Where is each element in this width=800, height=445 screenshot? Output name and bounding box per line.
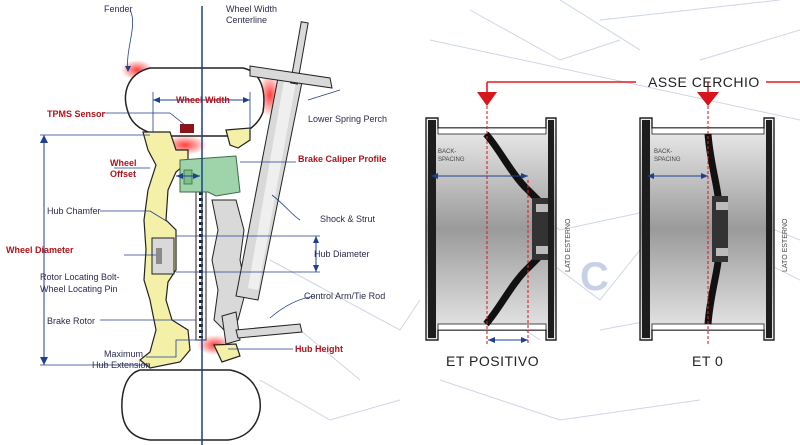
wheel-width-centerline-label-1: Wheel Width	[226, 4, 277, 14]
back-spacing-1-label-b: SPACING	[438, 157, 465, 163]
right-wheel-diagram: ASSE CERCHIO BACK- SPACING	[425, 74, 800, 369]
lato-esterno-2-label: LATO ESTERNO	[782, 218, 789, 272]
rotor-locating-label-1: Rotor Locating Bolt-	[40, 272, 120, 282]
wheel-outer-lip	[225, 127, 251, 149]
max-hub-ext-label-1: Maximum	[104, 349, 143, 359]
lower-spring-perch-label: Lower Spring Perch	[308, 114, 387, 124]
wheel-et-zero: BACK- SPACING LATO ESTERNO ET 0	[639, 106, 789, 369]
hub-chamfer-label: Hub Chamfer	[47, 206, 101, 216]
brake-caliper	[179, 155, 241, 197]
rim-1-outer-lip	[548, 120, 554, 338]
marker-right	[697, 92, 719, 106]
lower-spring-perch-shape	[249, 65, 333, 89]
tire-bottom	[121, 369, 261, 441]
marker-left	[477, 92, 497, 106]
asse-cerchio-label: ASSE CERCHIO	[648, 74, 760, 90]
svg-text:C: C	[580, 255, 609, 299]
wheel-diameter-label: Wheel Diameter	[6, 245, 74, 255]
wheel-et-positive: BACK- SPACING LATO ESTERNO ET POSITIVO	[425, 106, 572, 369]
tpms-leader	[103, 112, 186, 126]
control-arm	[221, 311, 241, 345]
hub	[151, 237, 175, 275]
wheel-width-centerline-label-2: Centerline	[226, 15, 267, 25]
back-spacing-2-label-a: BACK-	[654, 149, 672, 155]
tpms-sensor-block	[180, 124, 194, 133]
back-spacing-1-label-a: BACK-	[438, 149, 456, 155]
wheel-offset-label-1: Wheel	[110, 158, 137, 168]
tpms-sensor-label: TPMS Sensor	[47, 109, 106, 119]
lato-esterno-1-label: LATO ESTERNO	[565, 218, 572, 272]
strut-rod	[289, 21, 309, 85]
hub-pin	[156, 248, 162, 264]
hub-diameter-label: Hub Diameter	[314, 249, 370, 259]
rim-2-hub-face	[712, 196, 728, 262]
brake-caliper-profile-label: Brake Caliper Profile	[298, 154, 387, 164]
rotor-locating-label-2: Wheel Locating Pin	[40, 284, 118, 294]
control-arm-leader	[269, 295, 316, 319]
max-hub-ext-leader	[146, 339, 198, 358]
back-spacing-2-label-b: SPACING	[654, 157, 681, 163]
tie-rod	[235, 323, 303, 339]
hub-chamfer-leader	[100, 210, 169, 223]
left-wheel-diagram: Fender Wheel Width Centerline Wheel Widt…	[6, 4, 387, 445]
strut-highlight	[248, 80, 296, 290]
hub-height-label: Hub Height	[295, 344, 343, 354]
rim-1-hub-face	[532, 198, 548, 260]
wheel-outer-lip-bottom	[213, 343, 241, 363]
et-zero-label: ET 0	[692, 353, 723, 369]
control-arm-label: Control Arm/Tie Rod	[304, 291, 385, 301]
spring-perch-leader	[307, 89, 341, 101]
fender-leader	[127, 9, 134, 71]
wheel-offset-label-2: Offset	[110, 169, 136, 179]
fender-label: Fender	[104, 4, 133, 14]
knuckle	[211, 199, 247, 331]
max-hub-ext-label-2: Hub Extension	[92, 360, 151, 370]
rim-1-inner-lip	[428, 120, 436, 338]
shock-leader	[271, 194, 301, 221]
et-positivo-label: ET POSITIVO	[446, 353, 539, 369]
rim-2-inner-lip	[642, 120, 650, 338]
shock-strut-label: Shock & Strut	[320, 214, 376, 224]
brake-rotor-label: Brake Rotor	[47, 316, 95, 326]
wheel-width-label: Wheel Width	[176, 95, 230, 105]
caliper-piston	[183, 169, 193, 185]
rim-2-outer-lip	[766, 120, 772, 338]
